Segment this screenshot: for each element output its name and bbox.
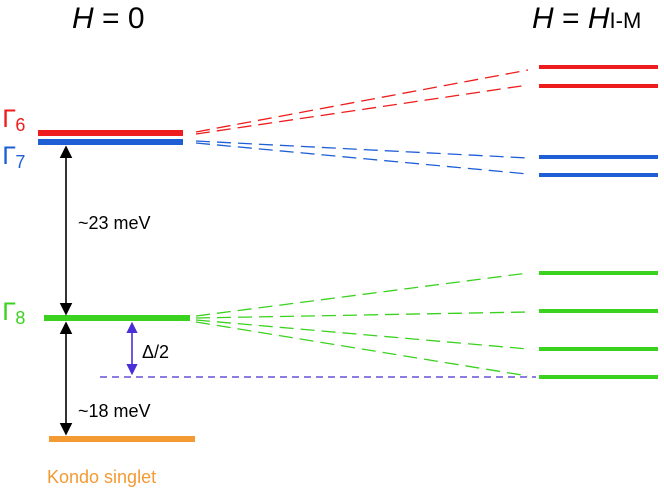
gamma8-split-dashed-3 [195, 319, 529, 350]
gamma7-label: Γ7 [2, 142, 25, 172]
gamma7-split-dashed-upper [195, 140, 529, 159]
gamma6-split-dashed-upper [195, 69, 529, 133]
gamma8-split-dashed-4 [195, 321, 529, 377]
header-im-field: H = HI-M [532, 2, 641, 35]
gamma7-split-dashed-lower [195, 142, 529, 175]
gamma6-split-dashed-lower [195, 84, 529, 135]
gap-upper-label: ~23 meV [78, 213, 151, 233]
header-zero-field: H = 0 [72, 2, 145, 35]
kondo-singlet-label: Kondo singlet [47, 467, 156, 487]
delta-label: Δ/2 [142, 342, 169, 362]
gap-lower-label: ~18 meV [78, 401, 151, 421]
gamma8-split-dashed-1 [195, 272, 529, 317]
gamma6-label: Γ6 [2, 105, 25, 135]
gamma8-label: Γ8 [2, 298, 25, 328]
gamma8-split-dashed-2 [195, 311, 529, 319]
